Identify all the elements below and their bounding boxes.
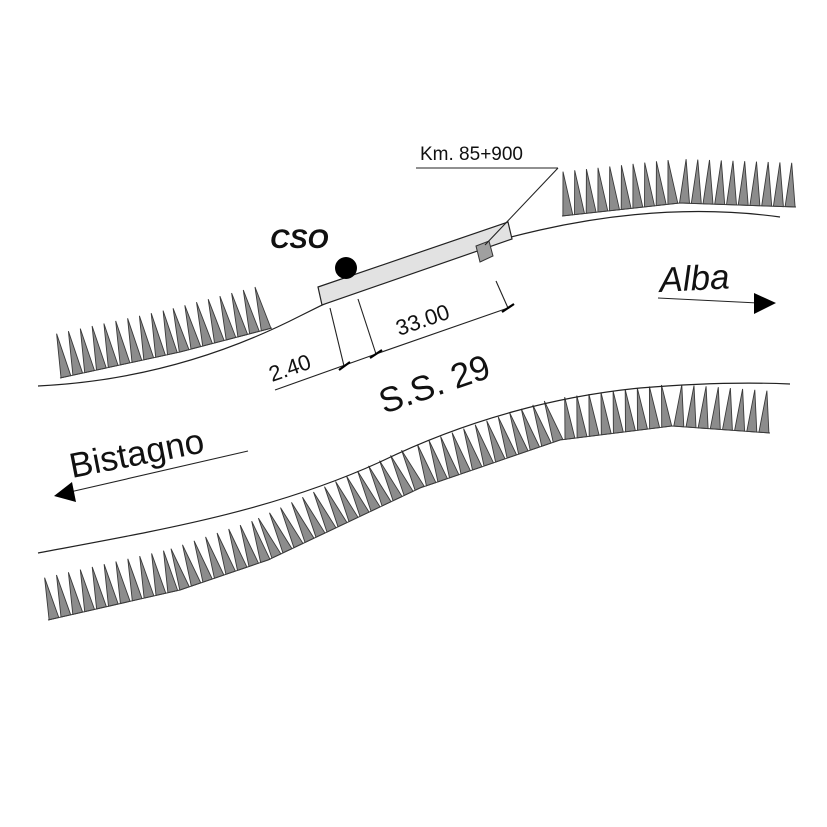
slope-spike xyxy=(725,160,737,206)
slope-spike xyxy=(690,159,702,205)
slope-spike xyxy=(667,160,679,205)
road-name-label: S.S. 29 xyxy=(374,347,495,421)
slope-spike xyxy=(564,396,576,440)
slope-base-line xyxy=(561,202,797,217)
alba-arrowhead-icon xyxy=(754,293,776,314)
slope-spike xyxy=(79,328,96,374)
slope-spike xyxy=(44,577,60,621)
slope-spike xyxy=(103,323,119,369)
slope-spike xyxy=(79,569,96,613)
slope-spike xyxy=(758,390,770,434)
dim-line-long xyxy=(375,307,509,355)
slope-spike xyxy=(734,388,746,432)
slope-spike xyxy=(588,393,600,437)
km-marker-box xyxy=(475,240,494,263)
slope-spike xyxy=(661,384,673,428)
alba-label: Alba xyxy=(656,257,730,300)
slope-spike xyxy=(574,170,586,216)
slope-hatching-upper-left xyxy=(56,286,273,379)
cso-dot xyxy=(335,257,357,279)
slope-spike xyxy=(685,385,697,429)
slope-spike xyxy=(56,574,72,618)
dim-tick-1 xyxy=(338,361,351,371)
road-lower-edge xyxy=(37,382,791,554)
dim-extension-1 xyxy=(329,307,345,367)
slope-spike xyxy=(620,165,632,211)
structure-platform xyxy=(317,221,513,306)
slope-spike xyxy=(585,169,597,214)
km-leader-diagonal xyxy=(484,167,559,246)
slope-spike xyxy=(644,162,656,208)
slope-spike xyxy=(714,160,726,205)
slope-spike xyxy=(103,564,119,607)
slope-spike xyxy=(655,161,667,207)
slope-spike xyxy=(749,161,761,207)
dim-extension-2 xyxy=(357,298,377,355)
slope-hatching-upper-right xyxy=(561,159,797,217)
slope-spike xyxy=(151,553,167,596)
slope-spike xyxy=(624,389,636,433)
slope-spike xyxy=(67,572,84,615)
dim-tick-3 xyxy=(501,303,515,313)
dim-line-short xyxy=(274,353,377,391)
slope-spike xyxy=(697,386,709,430)
slope-spike xyxy=(139,555,155,599)
slope-spike xyxy=(609,166,621,212)
dim-extension-3 xyxy=(495,280,509,309)
bistagno-arrow-line xyxy=(69,450,249,493)
slope-spike xyxy=(115,561,131,605)
slope-spike xyxy=(597,167,609,213)
slope-spike xyxy=(632,163,644,209)
slope-spike xyxy=(761,161,773,207)
slope-spike xyxy=(709,387,721,430)
slope-spike xyxy=(673,384,685,428)
dim-long-label: 33.00 xyxy=(392,299,452,341)
km-label: Km. 85+900 xyxy=(420,144,523,165)
slope-spike xyxy=(721,388,733,431)
cso-label: CSO xyxy=(270,224,329,254)
slope-spike xyxy=(702,159,714,205)
slope-spike xyxy=(127,318,143,363)
slope-spike xyxy=(91,325,107,371)
slope-spike xyxy=(636,387,649,431)
slope-spike xyxy=(127,558,143,602)
slope-spike xyxy=(784,162,796,208)
slope-spike xyxy=(562,171,574,217)
slope-spike xyxy=(678,159,690,204)
slope-spike xyxy=(56,333,72,379)
slope-spike xyxy=(612,390,624,434)
slope-base-line xyxy=(59,327,273,379)
slope-spike xyxy=(746,389,758,433)
slope-spike xyxy=(576,395,588,439)
slope-base-line xyxy=(47,425,771,621)
alba-arrow-line xyxy=(657,297,759,304)
dim-tick-2 xyxy=(369,349,383,359)
slope-spike xyxy=(150,313,166,358)
slope-spike xyxy=(600,392,612,436)
slope-spike xyxy=(254,286,272,332)
slope-spike xyxy=(138,315,155,361)
slope-hatching-lower xyxy=(44,384,771,621)
slope-spike xyxy=(115,320,131,366)
slope-spike xyxy=(737,161,749,206)
slope-spike xyxy=(772,162,784,208)
slope-spike xyxy=(648,386,661,430)
bistagno-arrowhead-icon xyxy=(54,482,76,502)
slope-spike xyxy=(91,566,107,610)
dim-short-label: 2.40 xyxy=(265,349,314,387)
slope-spike xyxy=(67,331,84,376)
